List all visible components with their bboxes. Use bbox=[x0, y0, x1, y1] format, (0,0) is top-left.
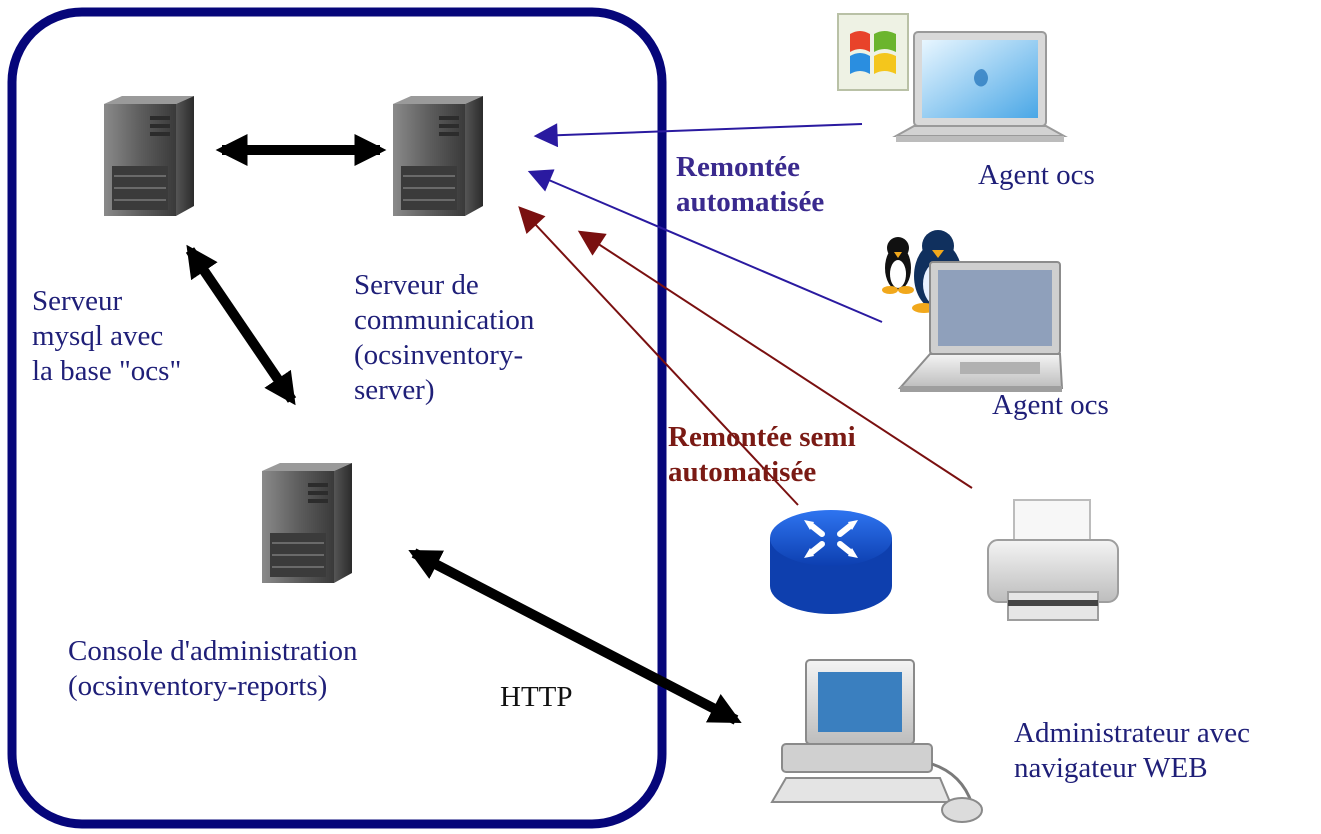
auto-upload-label: Remontée automatisée bbox=[676, 150, 824, 220]
admin-console-label: Console d'administration (ocsinventory-r… bbox=[68, 634, 358, 704]
mysql-console-double-arrow bbox=[185, 244, 297, 406]
mysql-server-label: Serveur mysql avec la base "ocs" bbox=[32, 284, 181, 389]
windows-logo-icon bbox=[837, 13, 909, 91]
agent-linux-label-text: Agent ocs bbox=[992, 389, 1109, 421]
semi-auto-upload-label-line: automatisée bbox=[668, 456, 817, 488]
comm-server-label-line: server) bbox=[354, 374, 435, 406]
agent-windows-mac-label: Agent ocs bbox=[978, 158, 1095, 193]
printer-upload-arrow bbox=[577, 230, 973, 489]
semi-auto-upload-label: Remontée semi automatisée bbox=[668, 420, 856, 490]
admin-console-tower-icon bbox=[262, 463, 352, 583]
admin-console-label-line: Console d'administration bbox=[68, 635, 358, 667]
auto-upload-label-line: automatisée bbox=[676, 186, 825, 218]
admin-browser-label-line: Administrateur avec bbox=[1014, 717, 1250, 749]
agent-linux-label: Agent ocs bbox=[992, 388, 1109, 423]
http-label: HTTP bbox=[500, 680, 573, 715]
mysql-server-tower-icon bbox=[104, 96, 194, 216]
router-icon bbox=[770, 510, 892, 614]
auto-upload-label-line: Remontée bbox=[676, 151, 801, 183]
http-double-arrow bbox=[408, 548, 742, 725]
admin-console-label-line: (ocsinventory-reports) bbox=[68, 670, 328, 702]
router-upload-arrow bbox=[518, 206, 799, 506]
mysql-server-label-line: mysql avec bbox=[32, 320, 164, 352]
admin-browser-label: Administrateur avec navigateur WEB bbox=[1014, 716, 1250, 786]
semi-auto-upload-label-line: Remontée semi bbox=[668, 421, 856, 453]
mysql-server-label-line: la base "ocs" bbox=[32, 355, 182, 387]
http-label-text: HTTP bbox=[500, 681, 573, 713]
server-group-frame bbox=[7, 7, 667, 829]
agent-mac-upload-arrow bbox=[533, 123, 863, 148]
agent-linux-upload-arrow bbox=[527, 169, 883, 323]
comm-server-label-line: (ocsinventory- bbox=[354, 339, 524, 371]
admin-browser-label-line: navigateur WEB bbox=[1014, 752, 1208, 784]
agent-windows-mac-label-text: Agent ocs bbox=[978, 159, 1095, 191]
comm-server-label: Serveur de communication (ocsinventory- … bbox=[354, 268, 534, 408]
mac-laptop-icon bbox=[892, 31, 1068, 142]
linux-laptop-icon bbox=[897, 261, 1064, 392]
comm-server-label-line: communication bbox=[354, 304, 535, 336]
mysql-server-label-line: Serveur bbox=[32, 285, 123, 317]
comm-server-label-line: Serveur de bbox=[354, 269, 479, 301]
admin-desktop-computer-icon bbox=[770, 659, 983, 823]
communication-server-tower-icon bbox=[393, 96, 483, 216]
printer-icon bbox=[987, 499, 1119, 621]
